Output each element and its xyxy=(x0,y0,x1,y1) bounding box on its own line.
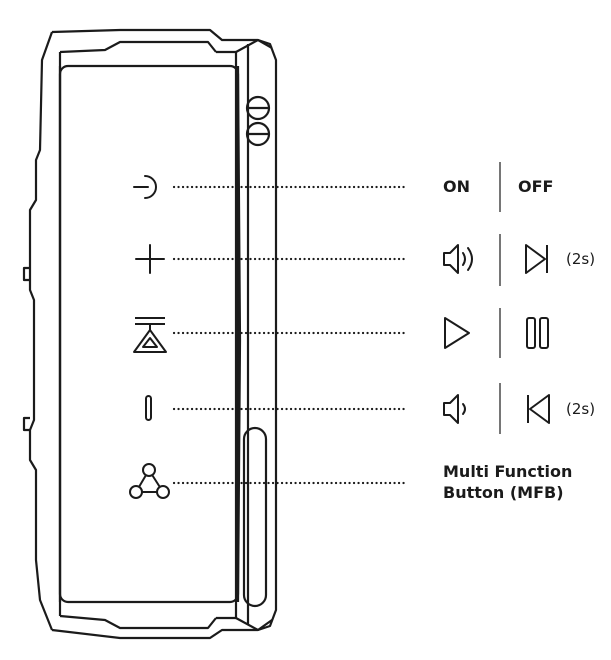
on-label: ON xyxy=(443,177,470,196)
power-icon xyxy=(133,175,157,199)
play-pause-button-icon xyxy=(133,317,167,353)
speaker-body xyxy=(22,28,278,640)
next-hold-duration-label: (2s) xyxy=(566,250,596,268)
previous-track-icon xyxy=(527,394,550,424)
mfb-label: Multi Function Button (MFB) xyxy=(443,461,572,503)
mfb-label-line1: Multi Function xyxy=(443,462,573,481)
plus-icon xyxy=(135,244,165,274)
pause-icon xyxy=(526,317,549,349)
next-track-icon xyxy=(525,244,548,274)
volume-up-icon xyxy=(443,244,473,274)
play-icon xyxy=(444,317,470,349)
minus-icon xyxy=(145,395,152,421)
off-label: OFF xyxy=(518,177,554,196)
volume-down-icon xyxy=(443,394,466,424)
leader-lines xyxy=(172,185,407,485)
previous-hold-duration-label: (2s) xyxy=(566,400,596,418)
mfb-icon xyxy=(129,463,170,499)
mfb-label-line2: Button (MFB) xyxy=(443,483,564,502)
